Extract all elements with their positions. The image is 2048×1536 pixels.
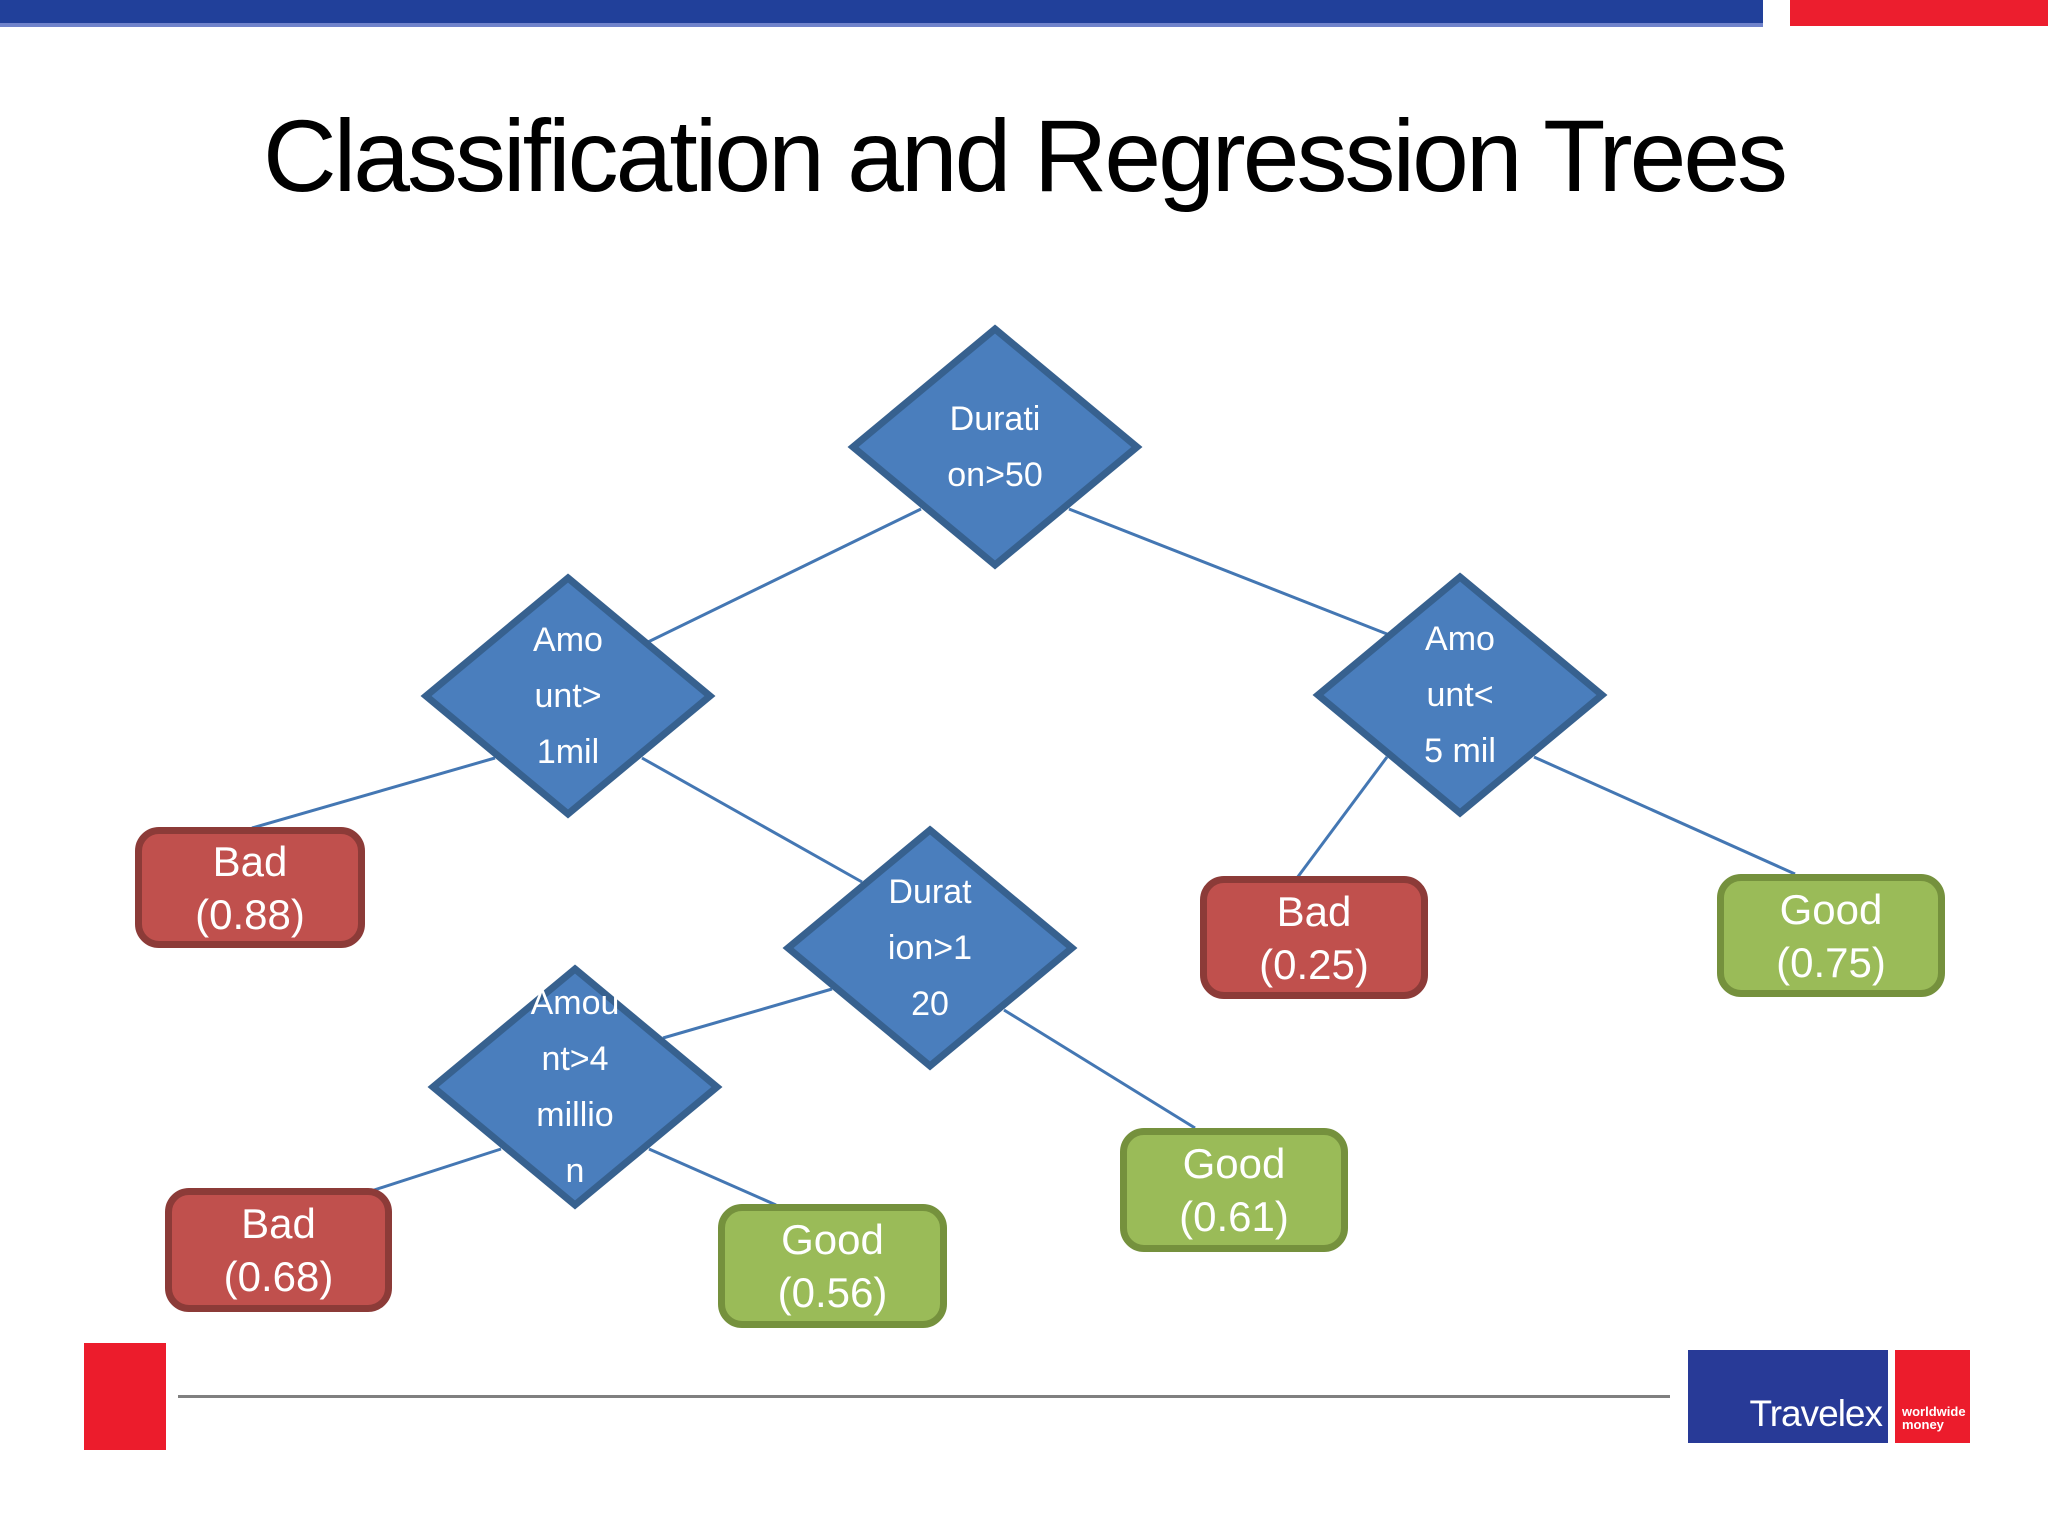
- edge-amount-gt-1mil-to-bad-088: [251, 756, 496, 830]
- travelex-tagline-line1: worldwide: [1902, 1404, 1966, 1419]
- node-label-line: 5 mil: [1424, 732, 1496, 770]
- decision-node-duration-gt-50: Durati on>50: [847, 324, 1143, 570]
- leaf-outcome: Good: [1779, 885, 1883, 933]
- edge-amount-lt-5mil-to-bad-025: [1295, 756, 1389, 879]
- decision-node-amount-lt-5mil: Amo unt< 5 mil: [1312, 572, 1608, 818]
- node-label-line: nt>4: [541, 1040, 609, 1078]
- node-label-line: Durat: [888, 873, 972, 911]
- diamond-shape: [427, 964, 723, 1210]
- edge-amount-gt-4million-to-bad-068: [367, 1147, 502, 1194]
- leaf-probability: (0.25): [1259, 940, 1369, 988]
- diamond-shape: [420, 573, 716, 819]
- diamond-shape: [847, 324, 1143, 570]
- node-label-line: n: [565, 1152, 585, 1190]
- travelex-tagline: worldwide money: [1902, 1405, 1966, 1431]
- leaf-probability: (0.68): [223, 1253, 334, 1300]
- leaf-probability: (0.88): [195, 890, 305, 938]
- decision-node-amount-gt-1mil: Amo unt> 1mil: [420, 573, 716, 819]
- node-label-line: on>50: [947, 456, 1043, 494]
- travelex-wordmark: Travelex: [1749, 1393, 1883, 1434]
- diamond-shape: [1312, 572, 1608, 818]
- node-label-line: Durati: [949, 400, 1041, 438]
- node-label-line: unt>: [534, 677, 602, 715]
- leaf-node-bad-068: Bad (0.68): [165, 1188, 392, 1312]
- node-label-line: 1mil: [536, 733, 600, 771]
- edge-amount-lt-5mil-to-good-075: [1533, 755, 1796, 876]
- leaf-outcome: Bad: [241, 1200, 316, 1247]
- decision-node-amount-gt-4million: Amou nt>4 millio n: [427, 964, 723, 1210]
- leaf-node-bad-025: Bad (0.25): [1200, 876, 1428, 999]
- decision-node-duration-gt-120: Durat ion>1 20: [782, 825, 1078, 1071]
- leaf-node-good-075: Good (0.75): [1717, 874, 1945, 997]
- top-bar-red-accent: [1790, 0, 2048, 26]
- node-label-line: 20: [911, 985, 949, 1023]
- leaf-outcome: Bad: [1276, 887, 1352, 935]
- travelex-logo-blue-box: Travelex: [1688, 1350, 1888, 1443]
- leaf-outcome: Bad: [212, 837, 288, 885]
- footer-divider-line: [178, 1395, 1670, 1398]
- leaf-outcome: Good: [1182, 1140, 1286, 1187]
- leaf-probability: (0.56): [777, 1269, 888, 1316]
- node-label-line: ion>1: [887, 929, 973, 967]
- leaf-node-bad-088: Bad (0.88): [135, 827, 365, 948]
- leaf-probability: (0.75): [1776, 938, 1886, 986]
- leaf-probability: (0.61): [1179, 1193, 1289, 1240]
- edge-amount-gt-1mil-to-duration-gt-120: [641, 756, 863, 884]
- node-label-line: Amou: [530, 984, 620, 1022]
- travelex-logo-red-box: worldwide money: [1895, 1350, 1970, 1443]
- leaf-node-good-061: Good (0.61): [1120, 1128, 1348, 1252]
- edge-duration-gt-120-to-good-061: [1003, 1008, 1196, 1130]
- edge-amount-gt-4million-to-good-056: [648, 1147, 777, 1207]
- footer-red-square: [84, 1343, 166, 1450]
- edge-duration-gt-120-to-amount-gt-4million: [662, 987, 833, 1040]
- edge-root-to-amount-gt-1mil: [647, 507, 922, 644]
- travelex-tagline-line2: money: [1902, 1417, 1944, 1432]
- page-title: Classification and Regression Trees: [262, 99, 1788, 213]
- leaf-outcome: Good: [781, 1216, 884, 1263]
- node-label-line: Amo: [1425, 620, 1495, 658]
- diamond-shape: [782, 825, 1078, 1071]
- leaf-node-good-056: Good (0.56): [718, 1204, 947, 1328]
- node-label-line: Amo: [533, 621, 603, 659]
- node-label-line: millio: [536, 1096, 614, 1134]
- edge-root-to-amount-lt-5mil: [1068, 507, 1388, 636]
- top-bar-blue: [0, 0, 1763, 27]
- node-label-line: unt<: [1426, 676, 1494, 714]
